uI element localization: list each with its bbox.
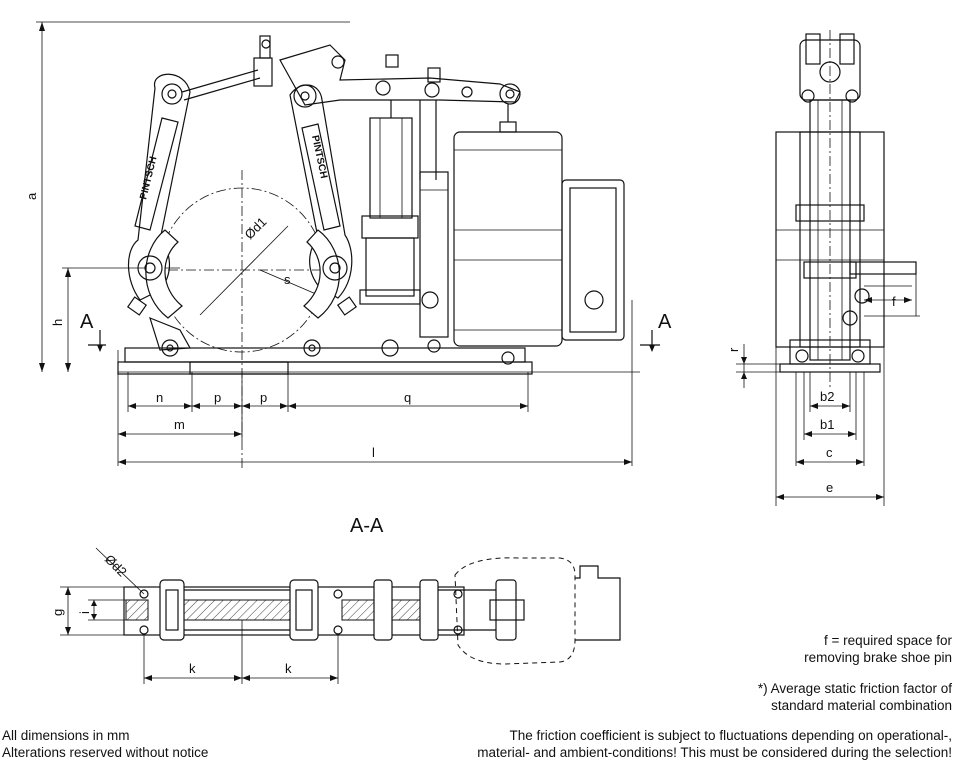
dim-label-k-left: k <box>189 661 196 676</box>
dim-label-b2: b2 <box>820 389 834 404</box>
dim-label-k-right: k <box>285 661 292 676</box>
dim-label-p-right: p <box>260 390 267 405</box>
friction-note: *) Average static friction factor of sta… <box>757 681 952 713</box>
dim-label-g: g <box>50 609 65 616</box>
dimensions-note: All dimensions in mm Alterations reserve… <box>2 728 209 760</box>
dim-label-b1: b1 <box>820 417 834 432</box>
side-view: f r b2 b1 c e <box>726 30 920 506</box>
dim-label-s: s <box>284 272 291 287</box>
dim-label-d1: Ød1 <box>242 214 270 242</box>
dim-label-q: q <box>404 390 411 405</box>
left-arm-brand: PINTSCH <box>138 155 159 200</box>
dim-label-r: r <box>726 347 741 352</box>
dim-label-i: i <box>77 611 92 614</box>
f-note: f = required space for removing brake sh… <box>804 633 952 665</box>
dim-label-l: l <box>372 445 375 460</box>
dim-label-d2: Ød2 <box>102 552 130 580</box>
dim-label-f: f <box>892 294 896 309</box>
dim-label-c: c <box>826 445 833 460</box>
section-title: A-A <box>350 515 384 537</box>
section-view: Ød2 g i k k <box>50 547 621 684</box>
front-view: a h A A Ød1 s PINTSCH <box>24 21 672 470</box>
dim-label-m: m <box>174 417 185 432</box>
dim-label-e: e <box>826 480 833 495</box>
dim-label-p-left: p <box>214 390 221 405</box>
dim-label-n: n <box>156 390 163 405</box>
section-marker-right: A <box>658 311 672 333</box>
dim-label-a: a <box>24 192 39 200</box>
coefficient-note: The friction coefficient is subject to f… <box>477 728 952 760</box>
section-marker-left: A <box>80 311 94 333</box>
dim-label-h: h <box>50 319 65 326</box>
